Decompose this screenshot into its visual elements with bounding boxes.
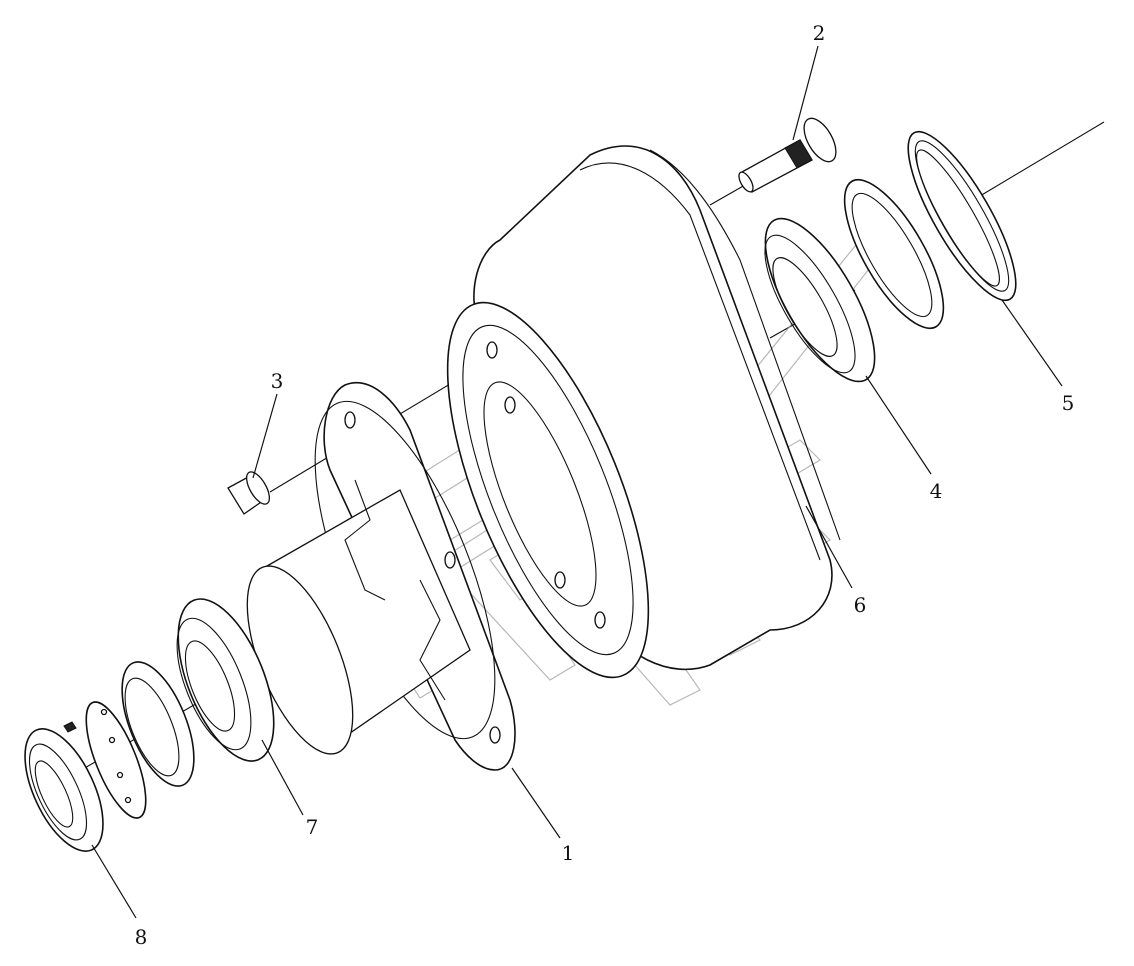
callout-8: 8 — [135, 925, 148, 949]
hub-cap-8 — [24, 728, 104, 852]
leader-lines — [91, 45, 1063, 919]
spacer-ring — [121, 661, 195, 787]
brake-drum-6 — [446, 145, 841, 679]
retainer-plate — [63, 701, 147, 819]
hub-1 — [246, 382, 516, 771]
callout-6: 6 — [854, 593, 867, 617]
wheel-stud-2 — [738, 117, 837, 193]
callout-7: 7 — [306, 815, 319, 839]
inner-seal — [843, 178, 945, 330]
outer-bearing-4 — [764, 217, 876, 383]
callout-labels: 1 2 3 4 5 6 7 8 — [135, 21, 1075, 949]
callout-2: 2 — [813, 21, 826, 45]
inner-bearing-7 — [176, 598, 275, 762]
seal-ring-5 — [907, 130, 1017, 302]
wheel-nut-3 — [227, 471, 271, 515]
callout-1: 1 — [562, 841, 575, 865]
callout-4: 4 — [930, 479, 943, 503]
callout-5: 5 — [1062, 391, 1075, 415]
callout-3: 3 — [271, 369, 284, 393]
